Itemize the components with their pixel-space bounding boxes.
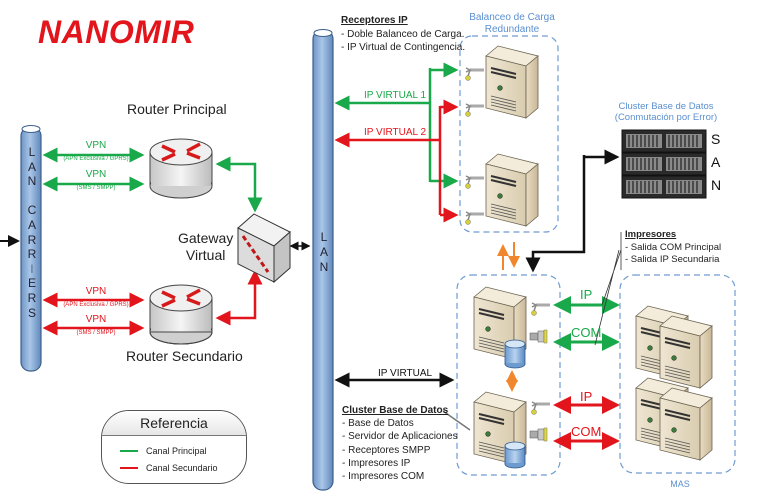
nic-icon: [464, 210, 486, 226]
impresores-callout-line: [594, 249, 622, 346]
com-label-principal: COM: [571, 325, 602, 340]
legend-item-secundario: Canal Secundario: [102, 459, 246, 476]
router-secundario: [149, 284, 213, 345]
balanceo-label: Balanceo de Carga Redundante: [469, 12, 555, 35]
gateway-virtual: [237, 213, 291, 284]
ip-virtual-2-label: IP VIRTUAL 2: [364, 127, 427, 138]
mas-group: [619, 274, 736, 474]
nic-icon: [464, 66, 486, 82]
vpn-label-secundario-smpp: VPN (SMS / SMPP): [76, 314, 116, 337]
balanceo-server-2: [485, 153, 539, 227]
cluster-callout-line: [442, 410, 471, 431]
database-icon: [504, 339, 526, 369]
balanceo-group: [459, 35, 559, 233]
gateway-arrow-icon: [241, 235, 270, 273]
lan-carriers-bus: [20, 125, 42, 372]
vpn-label-principal-smpp: VPN (SMS / SMPP): [76, 169, 116, 192]
com-port-icon: [529, 329, 548, 344]
san-unit-1: [621, 129, 707, 153]
mas-servers: [635, 305, 713, 461]
cluster-bd-group: [456, 274, 561, 476]
mas-label: MAS: [670, 479, 690, 489]
san-unit-3: [621, 175, 707, 199]
router-principal-label: Router Principal: [127, 101, 227, 117]
brand-title: NANOMIR: [38, 14, 195, 50]
router-arrows-icon: [161, 142, 201, 162]
database-icon: [504, 441, 526, 469]
lan-bus: [312, 29, 334, 491]
nic-icon: [530, 400, 552, 416]
vpn-label-principal-gprs: VPN (APN Exclusiva / GPRS): [63, 140, 129, 163]
legend-swatch-red: [120, 466, 138, 469]
gateway-link-secundario: [215, 269, 263, 326]
impresores-note: Impresores - Salida COM Principal - Sali…: [625, 229, 722, 265]
com-label-secundario: COM: [571, 424, 602, 439]
ip-virtual-1-label: IP VIRTUAL 1: [364, 90, 427, 101]
nic-icon: [464, 174, 486, 190]
nic-icon: [530, 301, 552, 317]
receptores-ip-note: Receptores IP - Doble Balanceo de Carga.…: [341, 15, 466, 53]
router-secundario-label: Router Secundario: [126, 348, 243, 364]
legend-item-principal: Canal Principal: [102, 442, 246, 459]
gateway-link-principal: [215, 156, 263, 213]
com-port-icon: [529, 427, 548, 442]
san-label: Cluster Base de Datos (Conmutación por E…: [614, 101, 718, 123]
balanceo-server-1: [485, 45, 539, 119]
gateway-label: Gateway Virtual: [178, 230, 234, 263]
san-unit-2: [621, 152, 707, 176]
router-principal: [149, 138, 213, 199]
san-cluster-link: [525, 155, 586, 273]
ip-virtual-label: IP VIRTUAL: [378, 368, 433, 379]
legend-swatch-green: [120, 449, 138, 452]
vpn-label-secundario-gprs: VPN (APN Exclusiva / GPRS): [63, 286, 129, 309]
router-arrows-icon: [161, 288, 201, 308]
legend-title: Referencia: [102, 411, 246, 436]
nic-icon: [464, 102, 486, 118]
ip-label-principal: IP: [580, 287, 593, 302]
ip-label-secundario: IP: [580, 389, 593, 404]
legend: Referencia Canal Principal Canal Secunda…: [101, 410, 247, 484]
san-storage: [621, 129, 707, 199]
cluster-bd-note: Cluster Base de Datos - Base de Datos - …: [342, 405, 458, 483]
